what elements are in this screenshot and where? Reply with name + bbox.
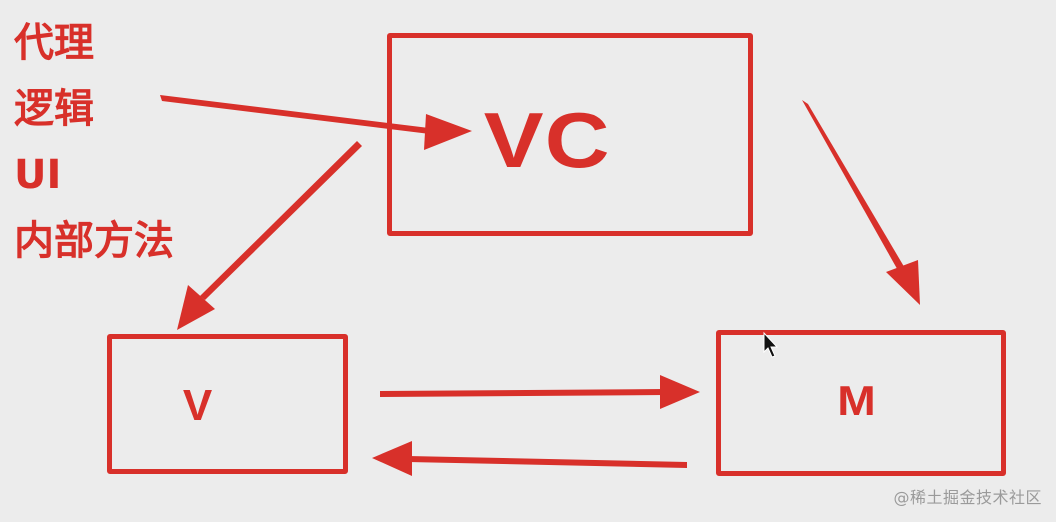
note-item: 逻辑 [14,86,94,132]
vc-label: VC [483,96,611,184]
arrow-notes-to-vc [160,95,472,150]
v-label: V [182,381,213,430]
vc-box: VC [387,33,753,236]
note-item: 内部方法 [14,218,174,264]
m-label: M [836,377,876,424]
watermark: @稀土掘金技术社区 [893,488,1042,507]
arrow-vc-to-m [802,100,920,305]
note-item: 代理 [14,20,94,66]
arrow-m-to-v [372,441,687,476]
arrow-v-to-m [380,375,700,409]
m-box: M [716,330,1006,476]
arrow-vc-to-v [177,141,362,330]
mouse-pointer-icon [763,331,779,358]
note-item: UI [14,152,62,198]
notes-list: 代理 逻辑 UI 内部方法 [14,10,174,274]
v-box: V [107,334,348,474]
